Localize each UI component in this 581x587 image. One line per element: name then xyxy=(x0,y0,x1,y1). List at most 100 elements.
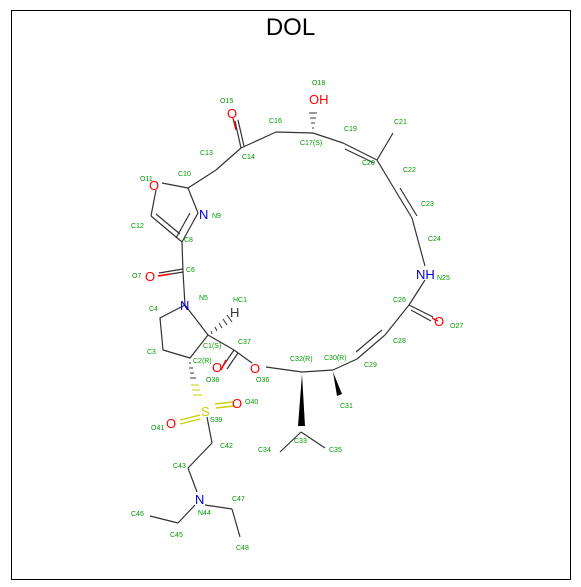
bond xyxy=(159,304,209,359)
bond xyxy=(161,182,189,189)
bond xyxy=(332,358,358,371)
bond xyxy=(355,329,383,353)
bond xyxy=(187,442,213,469)
label-o38: O38 xyxy=(206,377,219,384)
bond xyxy=(342,142,378,161)
bond xyxy=(233,349,253,364)
label-c22: C22 xyxy=(403,167,416,174)
label-c43: C43 xyxy=(173,463,186,470)
bond xyxy=(376,159,396,191)
label-c31: C31 xyxy=(340,403,353,410)
atom-labels: O18 O15 C16 C17(S) C19 C21 C13 C14 C20 C… xyxy=(131,80,463,552)
bond xyxy=(408,279,426,306)
atom-o41: O xyxy=(166,416,176,431)
bond-oxygen xyxy=(431,317,439,322)
bond xyxy=(177,504,196,524)
bond xyxy=(408,304,434,318)
bond xyxy=(182,271,186,306)
label-o7: O7 xyxy=(132,273,141,280)
bond xyxy=(149,515,179,524)
label-c26: C26 xyxy=(393,297,406,304)
atom-o38: O xyxy=(212,360,222,375)
label-o18: O18 xyxy=(312,80,325,87)
atom-o36: O xyxy=(250,361,260,376)
bond xyxy=(234,120,242,149)
label-c35: C35 xyxy=(329,447,342,454)
bond-oxygen xyxy=(157,273,171,277)
label-hc1: HC1 xyxy=(233,297,247,304)
label-c3: C3 xyxy=(147,349,156,356)
atom-o18: OH xyxy=(309,92,329,107)
label-c19: C19 xyxy=(344,126,357,133)
wedge-bond xyxy=(333,372,342,396)
atom-n9: N xyxy=(199,207,208,222)
bond xyxy=(181,212,199,243)
bond xyxy=(150,215,183,243)
hashed-bond xyxy=(189,362,202,396)
atom-o15: O xyxy=(227,106,237,121)
bond-set xyxy=(149,119,434,538)
bond xyxy=(206,416,213,444)
bond-sulfur xyxy=(179,418,201,425)
label-c24: C24 xyxy=(428,236,441,243)
label-c10: C10 xyxy=(178,171,191,178)
wedge-bond xyxy=(298,374,305,426)
hashed-bond xyxy=(210,314,233,335)
label-o40: O40 xyxy=(245,399,258,406)
label-c2: C2(R) xyxy=(193,358,212,365)
label-c21: C21 xyxy=(394,119,407,126)
bond xyxy=(187,169,217,189)
atom-o7: O xyxy=(145,269,155,284)
label-c29: C29 xyxy=(364,362,377,369)
atom-n44: N xyxy=(195,492,204,507)
stereo-bonds xyxy=(189,112,342,426)
bond xyxy=(265,366,303,373)
bond-oxygen xyxy=(232,117,237,131)
label-o27: O27 xyxy=(450,323,463,330)
label-n25: N25 xyxy=(437,275,450,282)
hetero-atoms: OH O O N O N H O O S O O N NH O xyxy=(145,92,444,507)
label-c1: C1(S) xyxy=(203,343,221,350)
atom-s39: S xyxy=(201,404,210,419)
bond xyxy=(376,132,394,161)
bond xyxy=(187,467,198,493)
label-c14: C14 xyxy=(242,154,255,161)
label-c47: C47 xyxy=(232,496,245,503)
bond-sulfur xyxy=(214,401,234,405)
atom-n5: N xyxy=(180,298,189,313)
bond xyxy=(410,309,432,322)
bond-sulfur xyxy=(179,414,201,421)
bond xyxy=(411,217,420,245)
bond xyxy=(275,131,314,134)
bond xyxy=(226,352,239,370)
bond xyxy=(279,431,302,453)
bond xyxy=(312,132,344,144)
bond xyxy=(204,504,233,510)
bond xyxy=(384,304,410,336)
atom-o11: O xyxy=(149,178,159,193)
label-c13: C13 xyxy=(200,150,213,157)
bond-sulfur xyxy=(215,405,235,409)
label-c17: C17(S) xyxy=(300,140,322,147)
label-c23: C23 xyxy=(421,201,434,208)
bond xyxy=(158,268,184,274)
bond xyxy=(418,243,426,267)
atom-o40: O xyxy=(232,396,242,411)
bond xyxy=(301,369,334,373)
bond xyxy=(237,119,245,147)
bond-oxygen xyxy=(220,359,227,371)
bond xyxy=(150,189,157,217)
atom-h: H xyxy=(230,305,239,320)
label-c33: C33 xyxy=(294,438,307,445)
label-s39: S39 xyxy=(210,417,223,424)
bond xyxy=(231,508,241,538)
label-n9: N9 xyxy=(212,213,221,220)
bond xyxy=(399,187,418,217)
bond xyxy=(240,131,277,149)
label-c45: C45 xyxy=(170,532,183,539)
label-c32: C32(R) xyxy=(290,356,313,363)
bond xyxy=(207,334,235,351)
bond xyxy=(187,187,199,214)
label-o36: O36 xyxy=(256,377,269,384)
